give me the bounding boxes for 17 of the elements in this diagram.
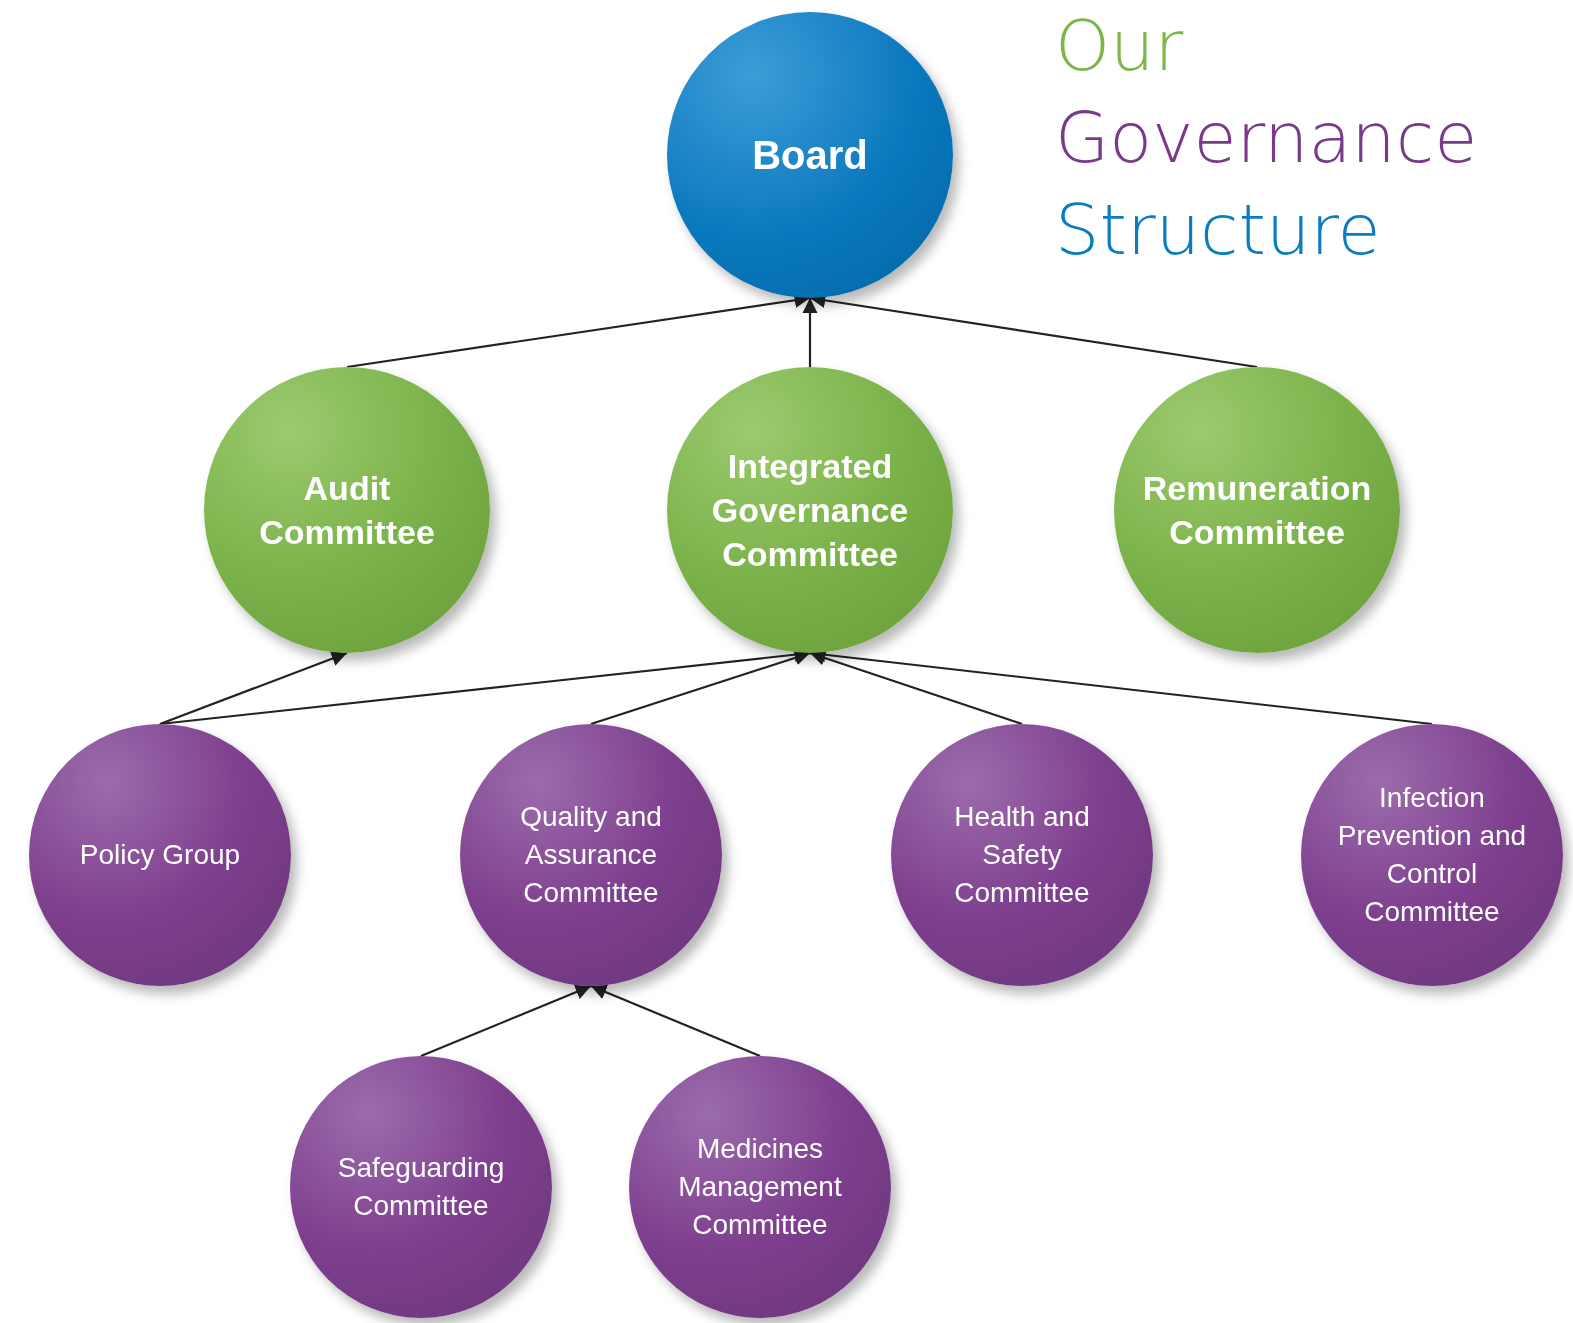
arrow [590,984,761,1057]
node-label: Health and Safety Committee [953,800,1091,910]
node-label: Safeguarding Committee [336,1151,506,1223]
node-label: Infection Prevention and Control Committee [1336,781,1528,929]
arrow [590,650,811,726]
arrow [159,651,348,726]
node-label: Board [751,132,869,178]
node-label: Quality and Assurance Committee [519,800,663,910]
arrow [420,984,592,1057]
arrow [802,298,818,367]
arrow [809,650,1023,726]
node-label: Medicines Management Committee [677,1132,843,1242]
node-label: Policy Group [78,838,242,873]
node-label: Remuneration Committee [1141,467,1373,553]
title: Our Governance Structure [1055,4,1479,273]
node-label: Integrated Governance Committee [710,445,910,576]
node-label: Audit Committee [258,467,436,553]
